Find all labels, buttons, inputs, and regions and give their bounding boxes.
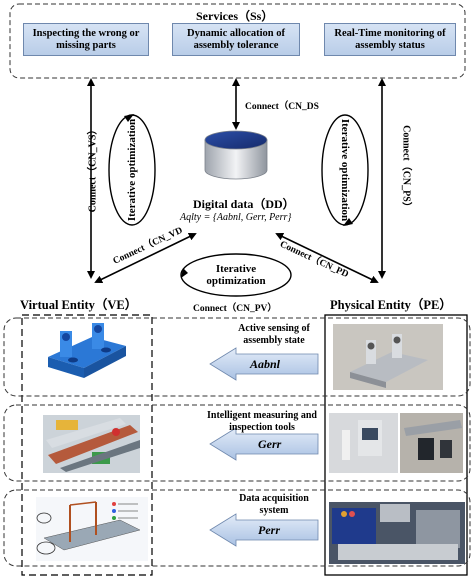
- physical-bracket-photo: [333, 324, 443, 390]
- iterative-line-1: Iterative: [215, 263, 257, 275]
- connect-cn-ds-label: Connect（CN_DS: [245, 102, 319, 112]
- row-box-2: [3, 404, 471, 482]
- row-3-caption: Data acquisition system: [239, 493, 309, 516]
- connector-cn-pd: [275, 232, 379, 284]
- virtual-assembly-image: [43, 415, 140, 473]
- row-2-arrow-label: Gerr: [258, 437, 282, 451]
- iterative-optimization-right: Iterative optimization: [339, 118, 351, 222]
- data-arrow-2: [209, 427, 319, 461]
- iterative-line-2: optimization: [206, 275, 266, 287]
- row-box-3: [3, 489, 471, 567]
- database-icon: [204, 130, 268, 180]
- row-1-caption: Active sensing of assembly state: [238, 323, 310, 346]
- connector-cn-vd: [94, 233, 197, 283]
- virtual-measurement-image: [36, 497, 148, 561]
- data-arrow-3: [209, 513, 319, 547]
- row-2-caption: Intelligent measuring and inspection too…: [206, 410, 317, 433]
- row-1-arrow-label: Aabnl: [250, 357, 281, 371]
- iterative-optimization-bottom: Iterative optimization: [196, 263, 276, 287]
- row-box-1: [3, 317, 471, 397]
- digital-data-formula: Aqlty = {Aabnl, Gerr, Perr}: [180, 212, 292, 223]
- service-inspecting-parts: Inspecting the wrong or missing parts: [23, 23, 149, 56]
- measuring-tools-photo: [329, 413, 463, 473]
- virtual-entity-column: [21, 314, 153, 576]
- data-acquisition-photo: [329, 502, 465, 564]
- physical-entity-column: [324, 314, 468, 576]
- connect-cn-pv-label: Connect（CN_PV）: [193, 304, 277, 314]
- loop-bottom: [180, 253, 292, 297]
- service-realtime-monitoring: Real-Time monitoring of assembly status: [324, 23, 456, 56]
- row-3-arrow-label: Perr: [258, 523, 280, 537]
- data-arrow-1: [209, 347, 319, 381]
- iterative-optimization-left: Iterative optimization: [126, 118, 138, 222]
- physical-entity-title: Physical Entity（PE）: [330, 298, 452, 312]
- connect-cn-ps-label: Connect（CN_PS）: [400, 125, 412, 212]
- virtual-entity-title: Virtual Entity（VE）: [20, 298, 138, 312]
- connect-cn-vs-label: Connect（CN_VS）: [87, 124, 99, 213]
- service-tolerance-allocation: Dynamic allocation of assembly tolerance: [172, 23, 300, 56]
- cad-bracket-image: [48, 323, 126, 378]
- services-title: Services（Ss）: [196, 9, 274, 23]
- digital-data-title: Digital data（DD）: [193, 197, 295, 211]
